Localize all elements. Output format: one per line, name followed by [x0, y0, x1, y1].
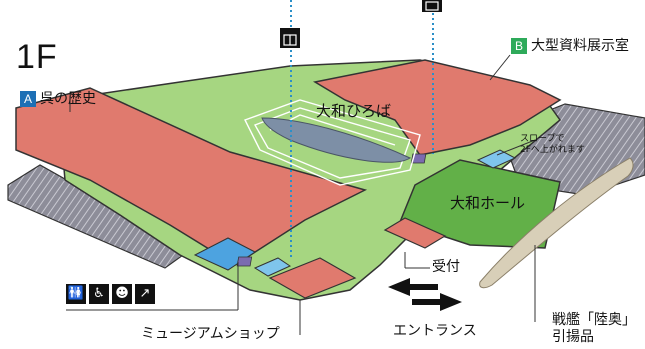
- large-exhibit-room: [312, 59, 562, 156]
- leader-lines: [66, 54, 536, 335]
- plaza-label: 大和ひろば: [316, 102, 392, 120]
- reception-label: 受付: [432, 259, 460, 275]
- elevator-square-1: [236, 256, 253, 267]
- slope-label: スロープで 2Fへ上がれます: [520, 134, 585, 155]
- blue-room-shop: [253, 257, 292, 277]
- shop-room: [268, 257, 357, 299]
- wheelchair-icon: ♿: [89, 284, 109, 304]
- elevator-square-2: [410, 153, 427, 164]
- baby-room-icon: ☻: [112, 284, 132, 304]
- entrance-arrows: [388, 278, 462, 311]
- elevator-icon-top-2: [422, 0, 442, 12]
- mutsu-label: 戦艦「陸奥」 引揚品: [552, 312, 636, 345]
- large-exhibit-tag: B: [511, 38, 527, 54]
- large-exhibit-text: 大型資料展示室: [531, 38, 629, 54]
- history-room: [15, 87, 368, 266]
- history-text: 呉の歴史: [40, 91, 96, 107]
- shop-label: ミュージアムショップ: [141, 326, 280, 342]
- entrance-label: エントランス: [393, 323, 477, 339]
- reception-room: [383, 217, 447, 249]
- facility-icons: 🚻 ♿ ☻ ↗: [66, 284, 155, 304]
- history-tag: A: [20, 91, 36, 107]
- elevator-icon-top-1: [280, 28, 300, 48]
- mutsu-relic: [479, 157, 634, 289]
- floor-label: 1F: [16, 38, 58, 76]
- restroom-icon: 🚻: [66, 284, 86, 304]
- blue-room-right: [476, 149, 517, 169]
- yamato-model: [261, 117, 412, 163]
- hall-label: 大和ホール: [450, 194, 526, 212]
- accessible-route-icon: ↗: [135, 284, 155, 304]
